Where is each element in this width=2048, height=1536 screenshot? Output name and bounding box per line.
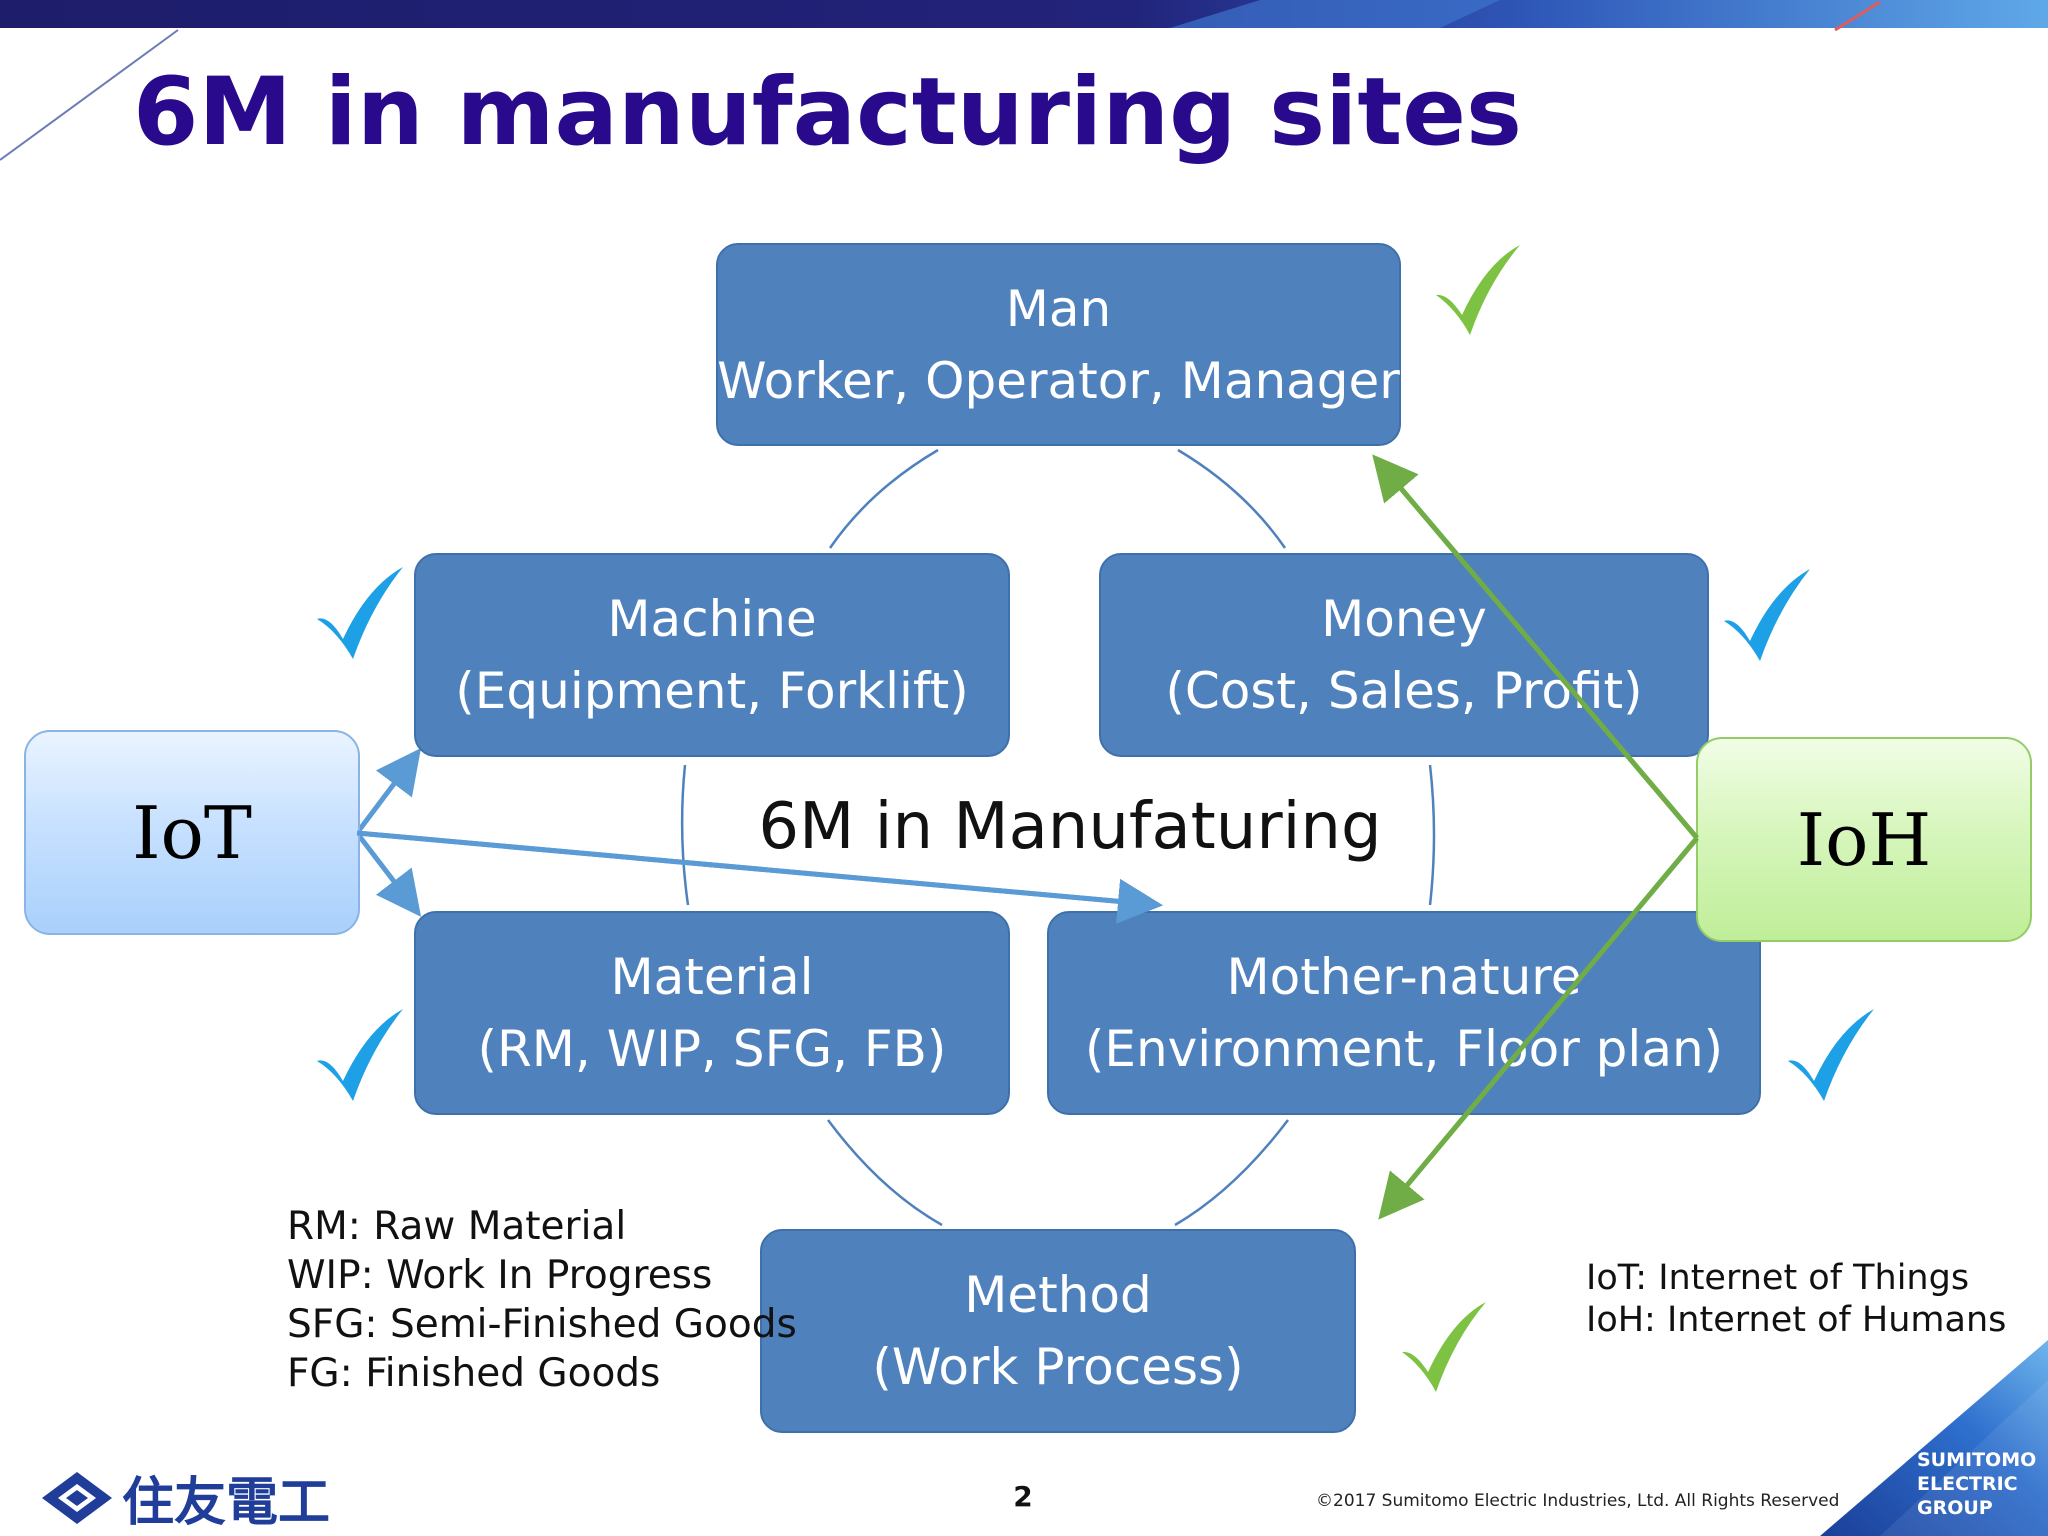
ioh-box: IoH	[1696, 737, 2032, 942]
copyright: ©2017 Sumitomo Electric Industries, Ltd.…	[1316, 1491, 1840, 1511]
blue-check-icon	[317, 567, 403, 659]
box-machine-desc: (Equipment, Forklift)	[455, 662, 969, 720]
green-check-icon	[1402, 1302, 1486, 1392]
box-method-desc: (Work Process)	[872, 1338, 1244, 1396]
box-money: Money (Cost, Sales, Profit)	[1099, 553, 1709, 757]
page-title: 6M in manufacturing sites	[133, 58, 1522, 167]
box-mother-nature-name: Mother-nature	[1226, 948, 1582, 1006]
sumitomo-diamond-icon	[42, 1471, 112, 1524]
group-line: GROUP	[1917, 1497, 1993, 1519]
ioh-label: IoH	[1796, 797, 1932, 882]
box-machine-name: Machine	[607, 590, 817, 648]
page-number: 2	[1013, 1480, 1033, 1513]
blue-check-icon	[317, 1009, 403, 1101]
abbreviation-legend-left: RM: Raw Material WIP: Work In Progress S…	[287, 1202, 797, 1398]
group-badge-text: SUMITOMO ELECTRIC GROUP	[1917, 1448, 2036, 1520]
legend-item: WIP: Work In Progress	[287, 1253, 713, 1298]
group-line: ELECTRIC	[1917, 1473, 2018, 1495]
center-label: 6M in Manufaturing	[758, 790, 1382, 864]
box-money-desc: (Cost, Sales, Profit)	[1165, 662, 1643, 720]
box-man-name: Man	[1005, 279, 1112, 338]
legend-item: RM: Raw Material	[287, 1204, 627, 1249]
blue-check-icon	[1788, 1009, 1874, 1101]
box-man: Man (Worker, Operator, Manager)	[698, 243, 1419, 446]
box-machine: Machine (Equipment, Forklift)	[414, 553, 1010, 757]
box-method-name: Method	[964, 1266, 1152, 1324]
iot-label: IoT	[132, 790, 252, 875]
legend-item: IoT: Internet of Things	[1586, 1258, 1970, 1298]
box-mother-nature-desc: (Environment, Floor plan)	[1084, 1020, 1724, 1078]
box-material-desc: (RM, WIP, SFG, FB)	[477, 1020, 947, 1078]
company-logo: 住友電工	[40, 1460, 330, 1535]
group-badge	[1820, 1340, 2048, 1536]
box-man-desc: (Worker, Operator, Manager)	[697, 351, 1420, 410]
box-material: Material (RM, WIP, SFG, FB)	[414, 911, 1010, 1115]
iot-box: IoT	[24, 730, 360, 935]
box-material-name: Material	[610, 948, 814, 1006]
green-check-icon	[1436, 245, 1520, 335]
legend-item: FG: Finished Goods	[287, 1351, 661, 1396]
logo-text: 住友電工	[122, 1473, 331, 1533]
header-banner	[0, 0, 2048, 161]
blue-check-icon	[1724, 569, 1810, 661]
legend-item: SFG: Semi-Finished Goods	[287, 1302, 797, 1347]
box-method: Method (Work Process)	[760, 1229, 1356, 1433]
abbreviation-legend-right: IoT: Internet of Things IoH: Internet of…	[1586, 1257, 2006, 1341]
group-line: SUMITOMO	[1917, 1449, 2037, 1471]
legend-item: IoH: Internet of Humans	[1586, 1300, 2007, 1340]
box-money-name: Money	[1321, 590, 1487, 648]
box-mother-nature: Mother-nature (Environment, Floor plan)	[1047, 911, 1761, 1115]
